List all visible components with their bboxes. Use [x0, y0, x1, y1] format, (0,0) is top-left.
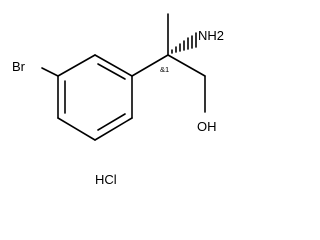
ring-bond — [57, 117, 96, 141]
c-br-bond — [41, 67, 59, 77]
stereo-descriptor: &1 — [160, 65, 169, 74]
ring-bond — [57, 54, 96, 77]
hydroxyl-label: OH — [197, 119, 217, 134]
ring-to-stereocenter-bond — [131, 54, 169, 77]
ring-double-bond — [97, 113, 126, 131]
amine-label: NH2 — [198, 28, 224, 43]
hashed-wedge-bond — [171, 32, 197, 54]
benzene-ring — [57, 54, 133, 141]
structure-canvas: Br NH2 &1 OH HCl — [12, 13, 224, 187]
c-ch2-bond — [167, 54, 206, 77]
ring-bond — [94, 54, 133, 77]
ring-bond — [94, 117, 133, 141]
ring-double-bond — [97, 63, 126, 80]
bromine-label: Br — [12, 59, 26, 74]
hcl-label: HCl — [95, 172, 117, 187]
